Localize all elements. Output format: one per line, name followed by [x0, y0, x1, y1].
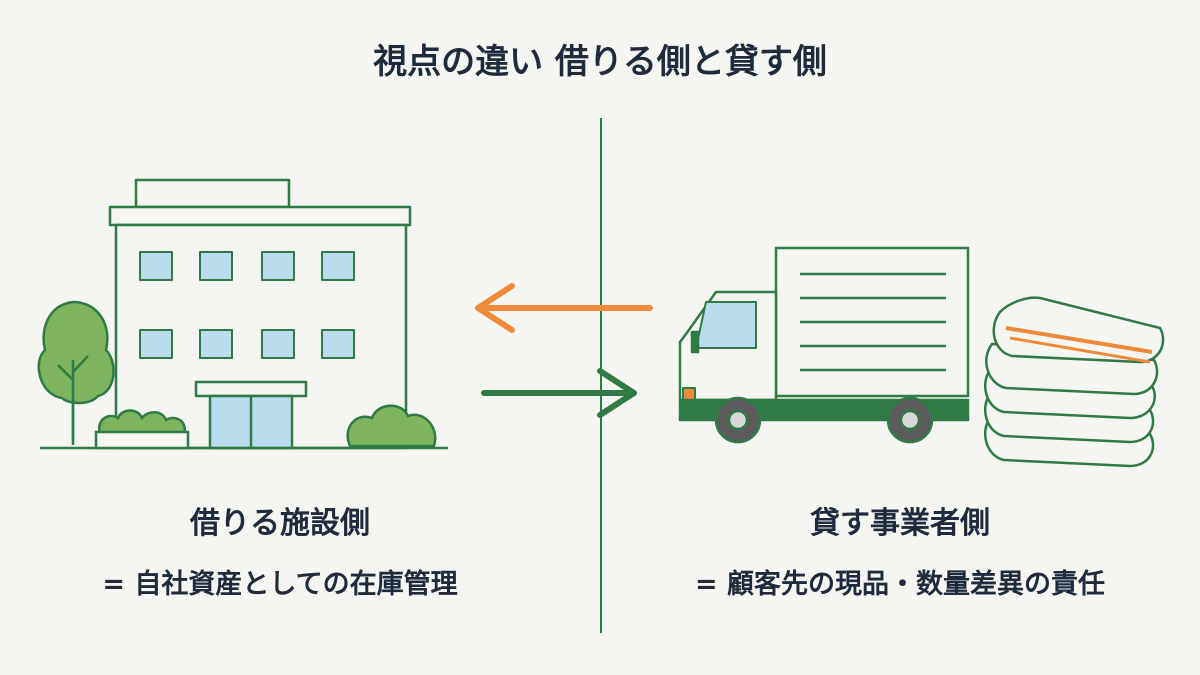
borrower-caption: 借りる施設側 = 自社資産としての在庫管理 — [20, 498, 540, 601]
bush-icon — [346, 404, 437, 448]
center-divider — [600, 118, 602, 633]
folded-linen-icon — [984, 296, 1165, 468]
tree-icon — [37, 300, 115, 445]
lender-caption: 貸す事業者側 = 顧客先の現品・数量差異の責任 — [640, 498, 1160, 601]
page-title: 視点の違い 借りる側と貸す側 — [373, 42, 827, 82]
borrower-heading: 借りる施設側 — [190, 506, 370, 541]
lender-heading: 貸す事業者側 — [810, 506, 990, 541]
truck-icon — [678, 246, 970, 444]
bush-icon — [94, 409, 190, 450]
lender-subtext: = 顧客先の現品・数量差異の責任 — [694, 569, 1106, 600]
arrow-left-icon — [475, 283, 653, 333]
borrower-subtext: = 自社資産としての在庫管理 — [102, 569, 458, 600]
arrow-right-icon — [481, 368, 637, 418]
building-icon — [40, 178, 448, 450]
